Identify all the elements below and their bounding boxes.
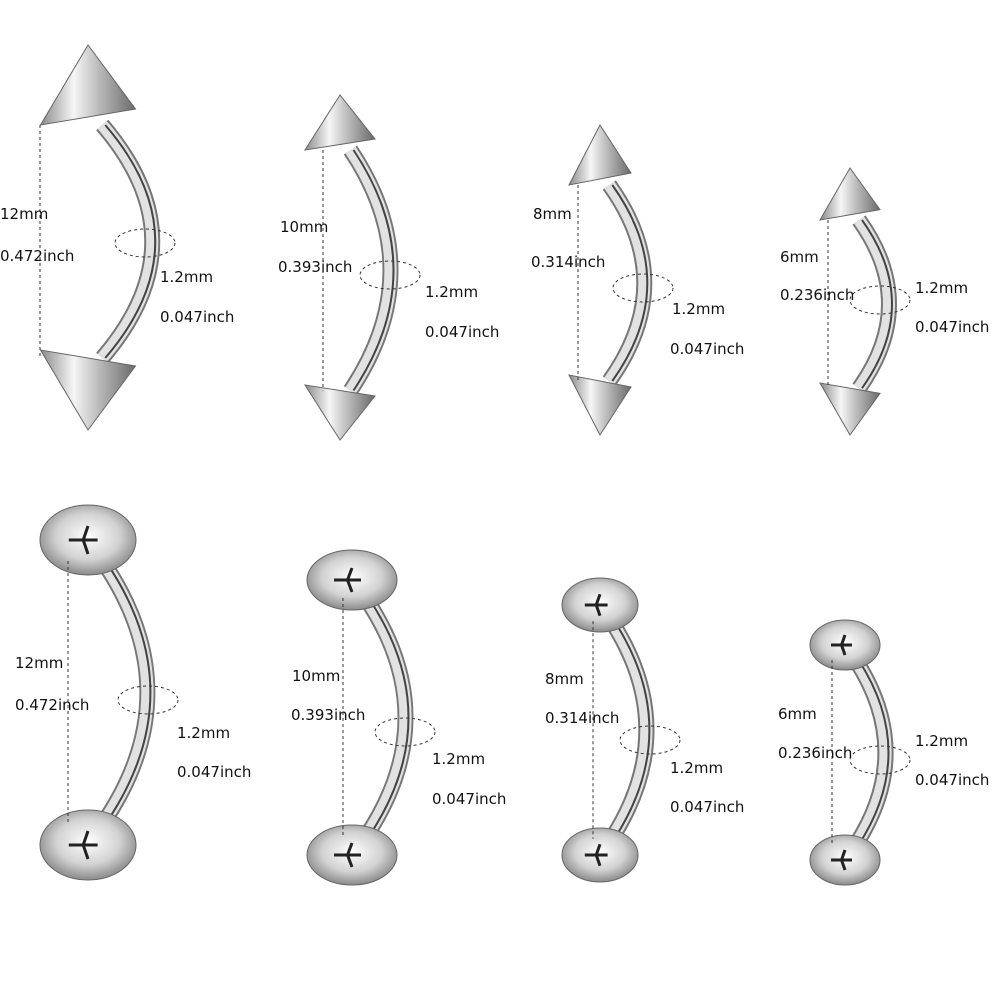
length-mm-label: 6mm [780, 248, 819, 266]
length-mm-label: 8mm [533, 205, 572, 223]
ball-bottom-reflection [334, 842, 361, 868]
length-in-label: 0.472inch [0, 247, 75, 265]
ball-top-reflection [68, 525, 98, 555]
bar [854, 216, 895, 392]
gauge-mm-label: 1.2mm [160, 268, 214, 286]
bar-highlight [857, 659, 890, 846]
bar-highlight [104, 124, 157, 359]
ball-barbell [306, 549, 436, 886]
gauge-mm-label: 1.2mm [915, 732, 969, 750]
length-mm-label: 12mm [0, 205, 49, 223]
spike-top [39, 44, 137, 126]
length-in-label: 0.393inch [278, 258, 353, 276]
gauge-in-label: 0.047inch [915, 318, 990, 336]
length-in-label: 0.314inch [545, 709, 620, 727]
spike-top [819, 167, 881, 221]
length-in-label: 0.393inch [291, 706, 366, 724]
bar-highlight [104, 560, 152, 825]
length-mm-label: 12mm [15, 654, 64, 672]
bar-highlight [613, 620, 651, 840]
bar [97, 121, 159, 362]
length-mm-label: 10mm [280, 218, 329, 236]
spike-barbell [303, 94, 421, 441]
gauge-mm-label: 1.2mm [672, 300, 726, 318]
gauge-mm-label: 1.2mm [670, 759, 724, 777]
bar-highlight [367, 597, 410, 838]
gauge-in-label: 0.047inch [177, 763, 252, 781]
length-in-label: 0.314inch [531, 253, 606, 271]
length-in-label: 0.236inch [780, 286, 855, 304]
gauge-dimension-ring [359, 260, 421, 290]
bar [97, 557, 154, 828]
length-in-label: 0.236inch [778, 744, 853, 762]
gauge-dimension-ring [619, 725, 681, 755]
spike-bottom [303, 384, 376, 441]
spike-barbell [819, 167, 911, 436]
spike-top [568, 124, 632, 186]
bar [345, 146, 397, 394]
gauge-dimension-ring [114, 228, 176, 258]
gauge-mm-label: 1.2mm [177, 724, 231, 742]
spike-bottom [819, 382, 881, 436]
ball-barbell [561, 577, 681, 883]
length-mm-label: 10mm [292, 667, 341, 685]
gauge-dimension-ring [612, 273, 674, 303]
spike-barbell [39, 44, 176, 431]
length-mm-label: 6mm [778, 705, 817, 723]
gauge-mm-label: 1.2mm [432, 750, 486, 768]
ball-barbell [809, 619, 911, 886]
gauge-in-label: 0.047inch [425, 323, 500, 341]
gauge-dimension-ring [849, 285, 911, 315]
gauge-in-label: 0.047inch [432, 790, 507, 808]
spike-barbell [568, 124, 674, 436]
bar [360, 594, 412, 841]
ball-bottom-reflection [584, 843, 608, 867]
spike-bottom [39, 349, 137, 431]
gauge-dimension-ring [849, 745, 911, 775]
spike-top [303, 94, 376, 151]
gauge-in-label: 0.047inch [670, 798, 745, 816]
length-mm-label: 8mm [545, 670, 584, 688]
ball-bottom-reflection [831, 849, 852, 871]
ball-barbell [39, 504, 179, 881]
length-in-label: 0.472inch [15, 696, 90, 714]
ball-top-reflection [334, 567, 361, 593]
bar-highlight [352, 149, 395, 392]
gauge-mm-label: 1.2mm [425, 283, 479, 301]
bar-highlight [611, 184, 649, 382]
bar [850, 656, 892, 849]
gauge-in-label: 0.047inch [670, 340, 745, 358]
gauge-in-label: 0.047inch [160, 308, 235, 326]
bar [604, 181, 651, 385]
bar [606, 617, 653, 843]
spike-bottom [568, 374, 632, 436]
ball-top-reflection [831, 634, 852, 656]
gauge-mm-label: 1.2mm [915, 279, 969, 297]
ball-bottom-reflection [68, 830, 98, 860]
gauge-dimension-ring [117, 685, 179, 715]
gauge-in-label: 0.047inch [915, 771, 990, 789]
bar-highlight [861, 219, 893, 389]
gauge-dimension-ring [374, 717, 436, 747]
ball-top-reflection [584, 593, 608, 617]
